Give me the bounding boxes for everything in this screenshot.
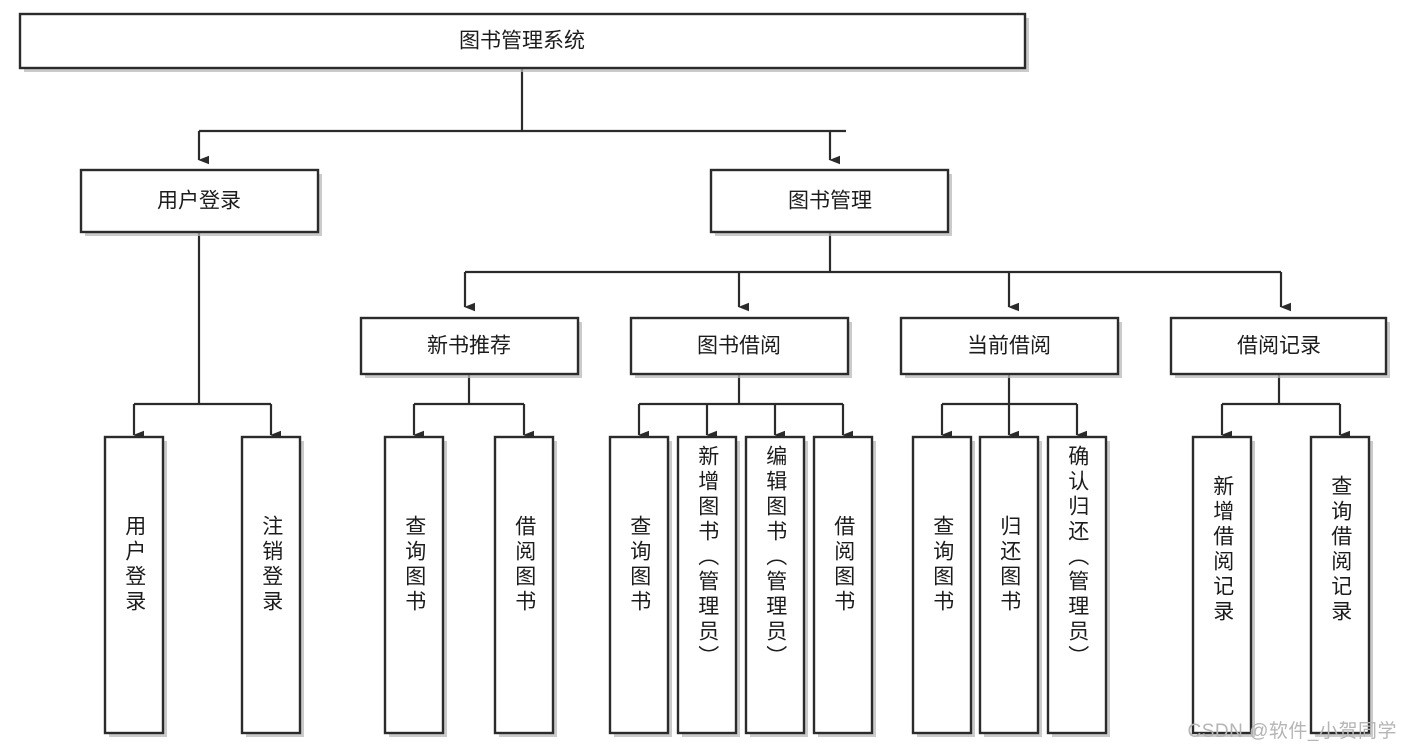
leaf-nodes-book-borrow — [608, 435, 876, 737]
leaf-node-book-borrow-3[interactable] — [812, 435, 876, 737]
leaf-node-book-borrow-1[interactable] — [676, 435, 740, 737]
node-user-login-label: 用户登录 — [157, 190, 241, 213]
leaf-node-new-book-0[interactable] — [383, 435, 447, 737]
connectors-newbook-to-leaves — [412, 374, 535, 440]
connectors-currentborrow-to-leaves — [940, 374, 1088, 440]
node-current-borrow[interactable]: 当前借阅 — [899, 316, 1122, 378]
connectors-borrowrecord-to-leaves — [1220, 374, 1351, 440]
node-new-book-recommend[interactable]: 新书推荐 — [359, 316, 582, 378]
leaf-nodes-current-borrow — [911, 435, 1110, 737]
node-root-label: 图书管理系统 — [459, 30, 585, 53]
node-borrow-record[interactable]: 借阅记录 — [1169, 316, 1390, 378]
node-book-borrow-label: 图书借阅 — [697, 335, 781, 358]
leaf-nodes-borrow-record — [1191, 435, 1373, 737]
connectors-userlogin-to-leaves — [132, 232, 282, 440]
csdn-watermark: CSDN @软件_小贺同学 — [1187, 721, 1397, 742]
leaf-node-current-borrow-2[interactable] — [1046, 435, 1110, 737]
leaf-nodes-new-book-recommend — [383, 435, 557, 737]
leaf-node-user-login-0[interactable] — [103, 435, 167, 737]
node-user-login[interactable]: 用户登录 — [79, 168, 322, 236]
connectors-bookborrow-to-leaves — [637, 374, 854, 440]
node-borrow-record-label: 借阅记录 — [1237, 335, 1321, 358]
leaf-node-book-borrow-2[interactable] — [744, 435, 808, 737]
leaf-node-new-book-1[interactable] — [493, 435, 557, 737]
leaf-node-book-borrow-0[interactable] — [608, 435, 672, 737]
node-book-management[interactable]: 图书管理 — [709, 168, 952, 236]
node-book-borrow[interactable]: 图书借阅 — [629, 316, 852, 378]
leaf-node-borrow-record-1[interactable] — [1309, 435, 1373, 737]
leaf-node-current-borrow-0[interactable] — [911, 435, 975, 737]
leaf-node-current-borrow-1[interactable] — [978, 435, 1042, 737]
node-root[interactable]: 图书管理系统 — [18, 12, 1029, 72]
leaf-node-borrow-record-0[interactable] — [1191, 435, 1255, 737]
node-book-management-label: 图书管理 — [788, 190, 872, 213]
node-current-borrow-label: 当前借阅 — [967, 335, 1051, 358]
connectors-bookmgmt-to-level3 — [463, 232, 1292, 312]
connectors-root-to-level2 — [197, 68, 846, 165]
leaf-node-user-login-1[interactable] — [240, 435, 304, 737]
node-new-book-recommend-label: 新书推荐 — [427, 335, 511, 358]
leaf-nodes-user-login — [103, 435, 304, 737]
